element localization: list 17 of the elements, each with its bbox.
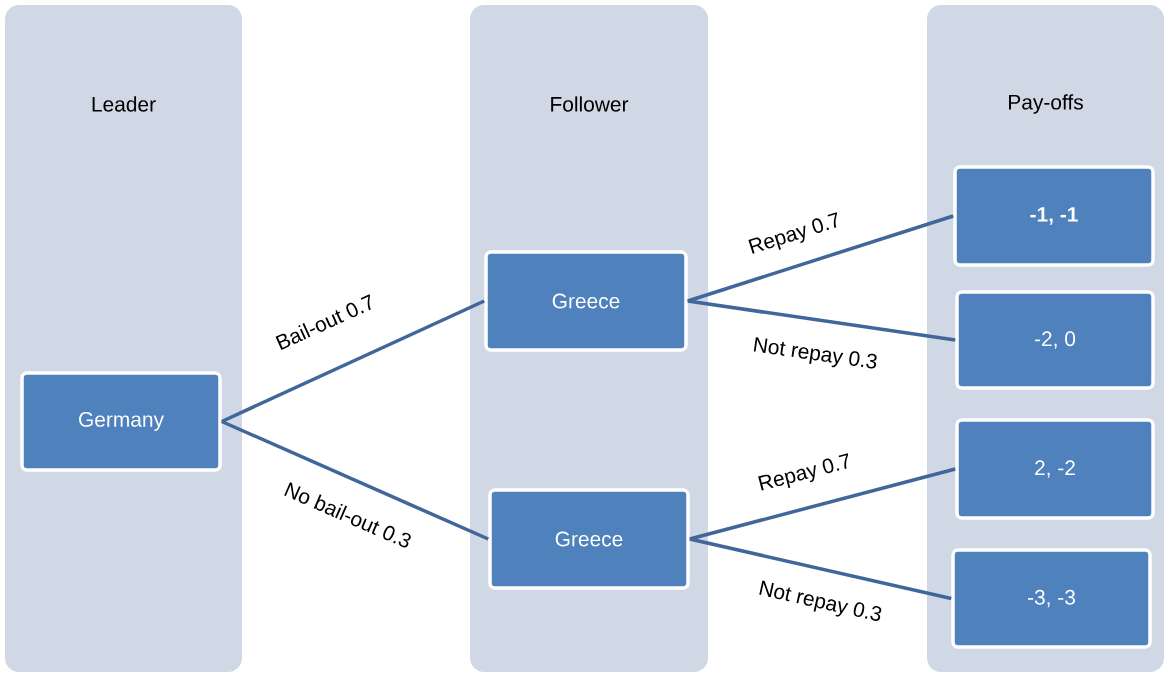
player-box: Germany bbox=[20, 371, 222, 472]
branch-line bbox=[687, 299, 956, 342]
branch-line bbox=[221, 299, 485, 424]
edge-label: Not repay 0.3 bbox=[759, 580, 882, 621]
branch-line bbox=[687, 214, 954, 303]
branch-line bbox=[689, 537, 952, 601]
edge-label: Repay 0.7 bbox=[748, 212, 838, 254]
payoff-box: -2, 0 bbox=[955, 290, 1155, 390]
edge-label: Not repay 0.3 bbox=[753, 337, 877, 369]
branch-line bbox=[221, 419, 489, 541]
branch-line bbox=[689, 467, 956, 541]
player-box: Greece bbox=[484, 250, 688, 352]
payoff-box: -3, -3 bbox=[951, 548, 1152, 649]
edge-label: Repay 0.7 bbox=[758, 453, 849, 491]
payoff-box: -1, -1 bbox=[953, 165, 1155, 267]
payoff-box: 2, -2 bbox=[955, 418, 1155, 520]
player-box: Greece bbox=[488, 488, 690, 590]
